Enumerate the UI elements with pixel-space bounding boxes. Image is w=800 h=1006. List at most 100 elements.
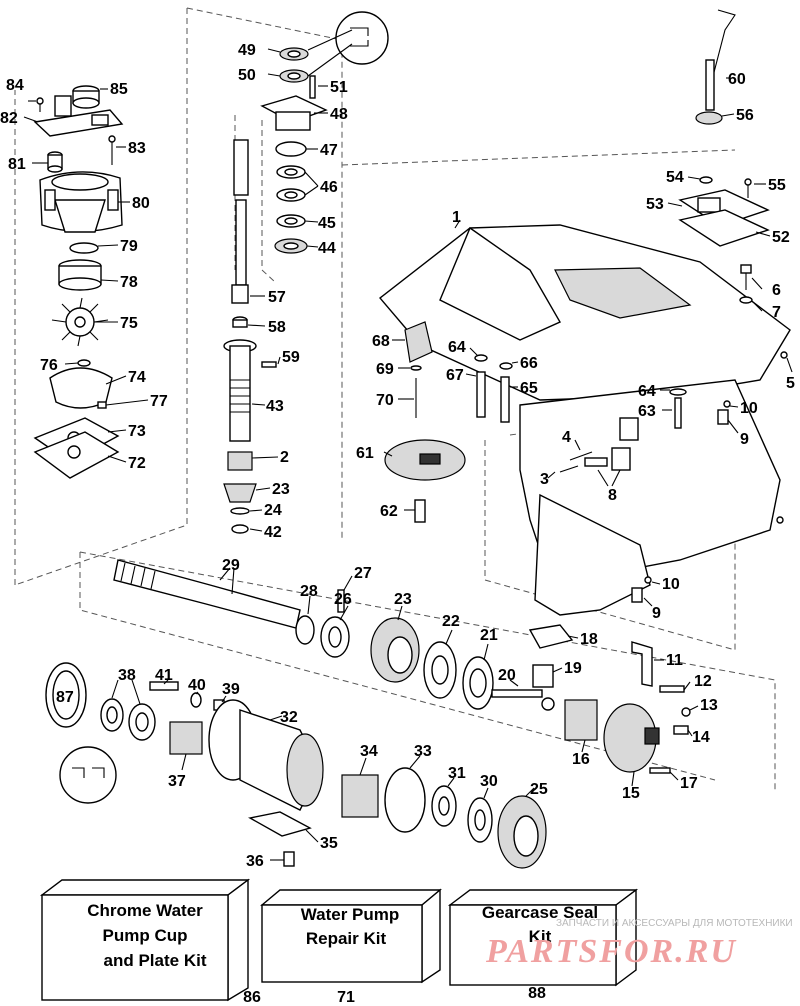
washer-45 <box>276 214 306 228</box>
callout-15: 15 <box>622 785 640 802</box>
callout-70: 70 <box>376 392 394 409</box>
callout-40: 40 <box>188 677 206 694</box>
shift-rod-20 <box>491 689 555 711</box>
callout-49: 49 <box>238 42 256 59</box>
washer-64b <box>669 388 687 396</box>
washer-7 <box>739 296 753 304</box>
pinion-gear-23 <box>223 483 257 503</box>
callout-32: 32 <box>280 709 298 726</box>
shift-housing-15 <box>603 703 660 773</box>
callout-56: 56 <box>736 107 754 124</box>
o-ring-33 <box>384 767 426 833</box>
seal-detail-circle-top <box>335 11 389 65</box>
screw-84 <box>36 97 44 112</box>
kit-label-water-pump-line1: Water Pump <box>301 905 400 924</box>
bearing-2 <box>227 451 253 471</box>
callout-5: 5 <box>786 375 795 392</box>
callout-9b: 9 <box>652 605 661 622</box>
bearing-34 <box>341 774 379 818</box>
callout-63: 63 <box>638 403 656 420</box>
driveshaft-57 <box>231 139 249 304</box>
watermark-brand: PARTSFOR.RU <box>485 933 737 970</box>
pin-59 <box>261 361 277 368</box>
washer-66 <box>499 362 513 370</box>
impeller-75 <box>51 297 109 347</box>
callout-50: 50 <box>238 67 256 84</box>
bearing-carrier-32 <box>208 699 324 811</box>
pin-27 <box>337 589 345 613</box>
water-pump-cup-81 <box>47 151 63 173</box>
callout-69: 69 <box>376 361 394 378</box>
washer-10b <box>644 576 652 584</box>
bushing-56 <box>695 111 723 125</box>
callout-25: 25 <box>530 781 548 798</box>
shift-rod-60 <box>705 9 736 111</box>
screw-55 <box>744 178 752 198</box>
callout-35: 35 <box>320 835 338 852</box>
gasket-52 <box>678 209 770 247</box>
clutch-28 <box>295 615 315 645</box>
callout-45: 45 <box>318 215 336 232</box>
callout-79: 79 <box>120 238 138 255</box>
callout-10a: 10 <box>740 400 758 417</box>
callout-19: 19 <box>564 660 582 677</box>
callout-43: 43 <box>266 398 284 415</box>
callout-4: 4 <box>562 429 571 446</box>
bearing-21 <box>462 656 494 710</box>
bolt-63 <box>674 397 682 429</box>
callout-59: 59 <box>282 349 300 366</box>
callout-57: 57 <box>268 289 286 306</box>
shim-22 <box>423 641 457 699</box>
callout-58: 58 <box>268 319 286 336</box>
callout-labels: 1 2 3 4 5 6 7 8 9 9 10 10 11 12 13 14 15… <box>0 42 795 870</box>
callout-17: 17 <box>680 775 698 792</box>
callout-16: 16 <box>572 751 590 768</box>
callout-14: 14 <box>692 729 710 746</box>
trim-tab-61 <box>384 439 466 481</box>
callout-37: 37 <box>168 773 186 790</box>
lever-18 <box>528 624 574 649</box>
callout-22: 22 <box>442 613 460 630</box>
kit-label-seal-line1: Gearcase Seal <box>482 903 598 922</box>
ball-13 <box>681 707 691 717</box>
plate-35 <box>248 811 312 837</box>
seal-74 <box>49 367 113 409</box>
cam-11 <box>631 641 653 687</box>
grommet-85 <box>72 85 100 109</box>
seal-46b <box>276 188 306 202</box>
callout-75: 75 <box>120 315 138 332</box>
impeller-cup-78 <box>58 259 102 291</box>
callout-6: 6 <box>772 282 781 299</box>
callout-64a: 64 <box>448 339 466 356</box>
kit-box-water-pump-repair: Water Pump Repair Kit 71 <box>260 888 442 1006</box>
callout-83: 83 <box>128 140 146 157</box>
propshaft-29 <box>113 559 301 629</box>
callout-64b: 64 <box>638 383 656 400</box>
seal-38a <box>100 698 124 732</box>
reverse-gear-25 <box>497 795 547 869</box>
kit-number-water-pump: 71 <box>337 989 355 1006</box>
callout-31: 31 <box>448 765 466 782</box>
callout-11: 11 <box>666 652 683 669</box>
bolt-65 <box>500 376 510 423</box>
callout-7: 7 <box>772 304 781 321</box>
seal-housing-48 <box>260 95 328 131</box>
kit-box-gearcase-seal: Gearcase Seal Kit 88 <box>447 888 639 1002</box>
callout-23b: 23 <box>394 591 412 608</box>
callout-76: 76 <box>40 357 58 374</box>
screw-3 <box>559 465 579 473</box>
kit-label-seal-line2: Kit <box>529 927 552 946</box>
screw-9b <box>631 587 643 603</box>
screw-36 <box>283 851 295 867</box>
o-ring-47 <box>275 141 307 157</box>
callout-29: 29 <box>222 557 240 574</box>
callout-39: 39 <box>222 681 240 698</box>
screw-4 <box>569 451 593 461</box>
plate-stabilizer <box>619 417 639 441</box>
callout-23a: 23 <box>272 481 290 498</box>
callout-42: 42 <box>264 524 282 541</box>
screw-9a <box>717 409 729 425</box>
callout-85: 85 <box>110 81 128 98</box>
kit-label-chrome-line1: Chrome Water <box>87 901 203 920</box>
